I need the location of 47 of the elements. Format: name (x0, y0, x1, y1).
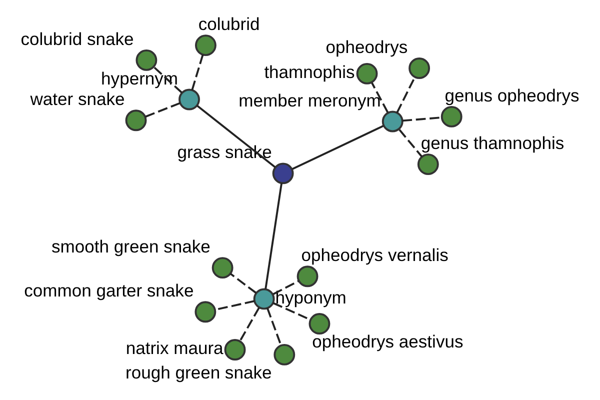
node-label: hyponym (275, 287, 346, 308)
connector (153, 66, 182, 94)
connector (264, 183, 283, 289)
connector (398, 129, 423, 158)
node-label: rough green snake (126, 362, 272, 382)
node-label: common garter snake (24, 280, 194, 301)
node-label: member meronym (238, 90, 381, 110)
node-label: genus opheodrys (444, 85, 580, 106)
node-label: thamnophis (264, 62, 355, 82)
node-label: smooth green snake (52, 236, 210, 257)
node-label: hypernym (101, 68, 178, 88)
node-label: opheodrys (326, 37, 408, 58)
node-label: genus thamnophis (420, 133, 564, 154)
node-label: colubrid snake (20, 28, 134, 49)
node-circle (356, 62, 378, 84)
node-circle (274, 344, 296, 366)
connector (396, 77, 416, 114)
connector (371, 82, 389, 113)
node-label: opheodrys vernalis (301, 245, 448, 266)
node-circle (382, 110, 404, 132)
node-circle (212, 257, 234, 279)
node-circle (224, 339, 246, 360)
node-circle (272, 162, 294, 184)
connector (216, 300, 255, 311)
node-circle (417, 154, 439, 176)
node-label: colubrid (198, 14, 260, 34)
connector (266, 308, 282, 346)
node-circle (194, 34, 216, 56)
connector (144, 102, 180, 118)
connector (272, 280, 299, 296)
node-circle (308, 313, 330, 334)
connector (230, 273, 257, 294)
connector (292, 125, 384, 170)
node-circle (136, 49, 158, 71)
node-label: natrix maura (126, 338, 224, 358)
node-circle (408, 58, 430, 79)
connector (239, 307, 260, 342)
node-circle (253, 288, 275, 310)
node-circle (125, 110, 147, 132)
node-circle (296, 266, 318, 288)
connector (402, 116, 442, 122)
node-circle (194, 301, 216, 323)
node-circle (178, 88, 200, 110)
node-label: opheodrys aestivus (312, 332, 464, 352)
node-label: water snake (30, 89, 125, 110)
connector (191, 54, 204, 90)
node-circle (440, 106, 462, 128)
